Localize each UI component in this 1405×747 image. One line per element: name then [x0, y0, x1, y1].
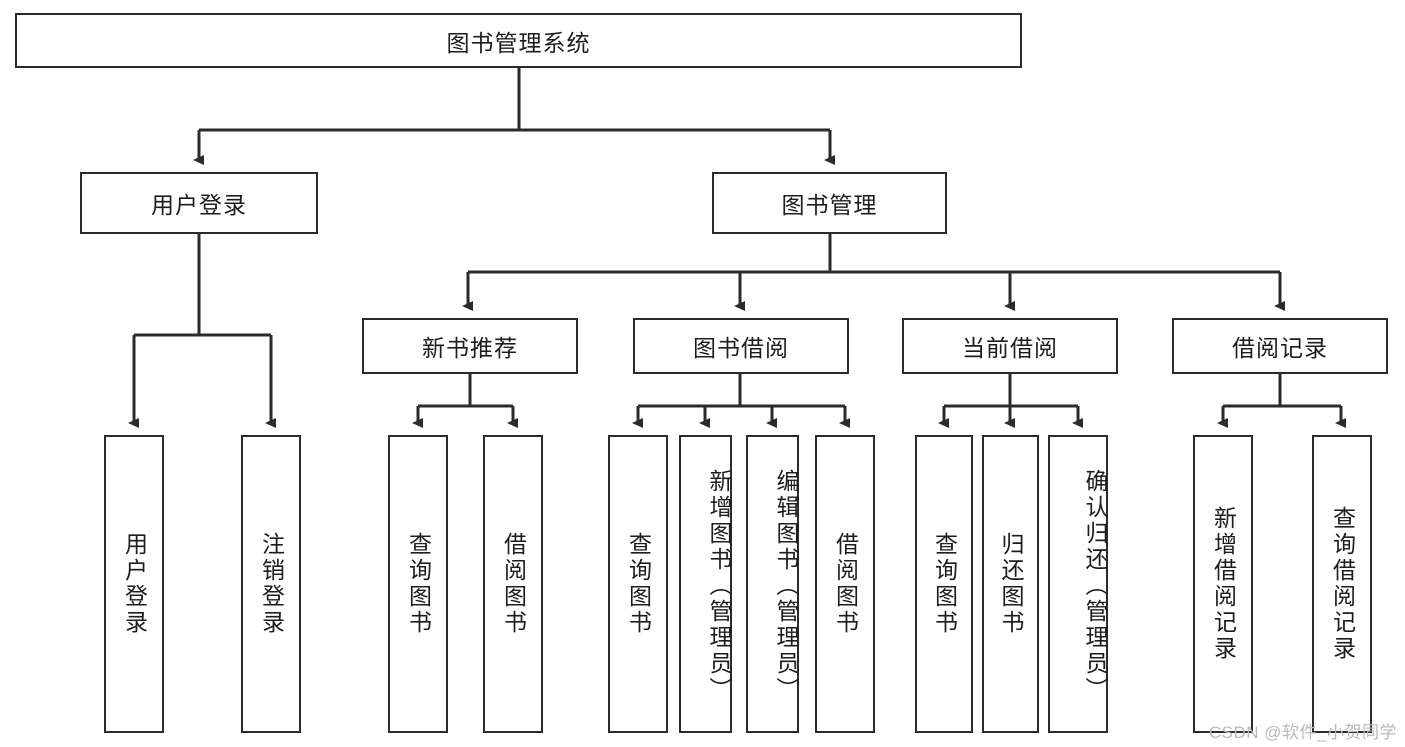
- node-label: 图书借阅: [693, 335, 789, 361]
- node-label: 查询图书: [931, 532, 958, 636]
- leaf-edit-book-admin[interactable]: 编辑图书（管理员）: [746, 435, 799, 733]
- node-label: 新增借阅记录: [1210, 506, 1237, 662]
- node-label: 借阅记录: [1232, 335, 1328, 361]
- node-label: 归还图书: [998, 532, 1024, 636]
- leaf-add-borrow-record[interactable]: 新增借阅记录: [1193, 435, 1253, 733]
- csdn-watermark: CSDN @软件_小贺同学: [1208, 723, 1397, 742]
- leaf-query-book-recommendation[interactable]: 查询图书: [388, 435, 448, 733]
- node-label: 用户登录: [121, 532, 148, 636]
- node-new-book-recommendation[interactable]: 新书推荐: [362, 318, 578, 374]
- node-label: 确认归还（管理员）: [1082, 469, 1108, 703]
- leaf-borrow-book[interactable]: 借阅图书: [815, 435, 875, 733]
- node-label: 查询借阅记录: [1329, 506, 1356, 662]
- leaf-user-login[interactable]: 用户登录: [104, 435, 164, 733]
- node-label: 借阅图书: [500, 532, 527, 636]
- node-label: 注销登录: [258, 532, 285, 636]
- node-user-login[interactable]: 用户登录: [80, 172, 318, 234]
- leaf-borrow-book-recommendation[interactable]: 借阅图书: [483, 435, 543, 733]
- leaf-add-book-admin[interactable]: 新增图书（管理员）: [679, 435, 732, 733]
- node-label: 图书管理系统: [446, 29, 591, 56]
- node-label: 当前借阅: [962, 335, 1058, 361]
- node-current-borrowing[interactable]: 当前借阅: [902, 318, 1118, 374]
- node-label: 新增图书（管理员）: [706, 469, 732, 703]
- leaf-confirm-return-admin[interactable]: 确认归还（管理员）: [1048, 435, 1108, 733]
- leaf-query-book-borrowing[interactable]: 查询图书: [608, 435, 668, 733]
- leaf-return-book[interactable]: 归还图书: [982, 435, 1039, 733]
- node-label: 查询图书: [405, 532, 432, 636]
- node-label: 查询图书: [625, 532, 652, 636]
- node-label: 用户登录: [151, 192, 247, 218]
- node-book-borrowing[interactable]: 图书借阅: [633, 318, 849, 374]
- node-label: 图书管理: [781, 192, 878, 218]
- leaf-logout[interactable]: 注销登录: [241, 435, 301, 733]
- node-label: 新书推荐: [422, 335, 518, 361]
- node-label: 编辑图书（管理员）: [773, 469, 799, 703]
- leaf-query-book-current[interactable]: 查询图书: [915, 435, 973, 733]
- node-book-management[interactable]: 图书管理: [712, 172, 947, 234]
- node-borrowing-records[interactable]: 借阅记录: [1172, 318, 1388, 374]
- node-label: 借阅图书: [832, 532, 859, 636]
- leaf-query-borrow-record[interactable]: 查询借阅记录: [1312, 435, 1372, 733]
- node-root-book-management-system[interactable]: 图书管理系统: [15, 13, 1022, 68]
